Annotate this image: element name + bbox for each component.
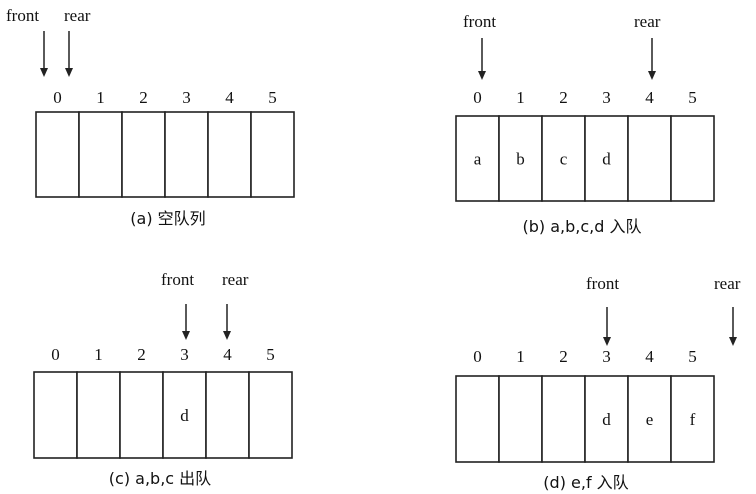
index-label: 4 xyxy=(225,88,234,107)
queue-cell xyxy=(250,111,295,198)
queue-cell xyxy=(33,371,78,459)
queue-cell xyxy=(498,375,543,463)
panel-caption: (c) a,b,c 出队 xyxy=(109,469,211,488)
index-label: 4 xyxy=(223,345,232,364)
cell-value: d xyxy=(602,150,611,169)
cell-value: d xyxy=(180,406,189,425)
rear-label: rear xyxy=(222,270,249,289)
index-label: 1 xyxy=(516,347,525,366)
front-label: front xyxy=(161,270,194,289)
queue-cell xyxy=(35,111,80,198)
index-label: 5 xyxy=(688,88,697,107)
index-label: 3 xyxy=(602,347,611,366)
panel-b: a b c d 0 1 2 3 4 5 front rear (b) a,b,c,d 入队 xyxy=(455,12,715,236)
index-label: 2 xyxy=(559,347,568,366)
rear-arrow xyxy=(729,307,737,346)
cell-value: f xyxy=(690,410,696,429)
queue-cell xyxy=(584,115,629,202)
rear-label: rear xyxy=(634,12,661,31)
rear-label: rear xyxy=(714,274,741,293)
queue-cell xyxy=(670,115,715,202)
cell-value: d xyxy=(602,410,611,429)
queue-cell xyxy=(121,111,166,198)
panel-caption: (a) 空队列 xyxy=(130,209,205,228)
front-label: front xyxy=(463,12,496,31)
index-label: 2 xyxy=(139,88,148,107)
index-label: 0 xyxy=(473,347,482,366)
queue-cell xyxy=(205,371,250,459)
queue-cell xyxy=(78,111,123,198)
queue-cell xyxy=(76,371,121,459)
rear-arrow xyxy=(648,38,656,80)
rear-label: rear xyxy=(64,6,91,25)
queue-cell xyxy=(670,375,715,463)
queue-cell xyxy=(164,111,209,198)
index-label: 4 xyxy=(645,347,654,366)
index-label: 3 xyxy=(602,88,611,107)
index-label: 3 xyxy=(180,345,189,364)
index-label: 2 xyxy=(559,88,568,107)
index-label: 0 xyxy=(53,88,62,107)
cell-value: c xyxy=(560,150,568,169)
front-arrow xyxy=(40,31,48,77)
index-label: 5 xyxy=(266,345,275,364)
panel-caption: (d) e,f 入队 xyxy=(543,473,628,492)
index-label: 0 xyxy=(473,88,482,107)
index-label: 1 xyxy=(516,88,525,107)
panel-a: 0 1 2 3 4 5 front rear (a) 空队列 xyxy=(6,6,295,228)
queue-cell xyxy=(584,375,629,463)
front-arrow xyxy=(182,304,190,340)
index-label: 5 xyxy=(268,88,277,107)
index-label: 0 xyxy=(51,345,60,364)
front-label: front xyxy=(586,274,619,293)
index-label: 3 xyxy=(182,88,191,107)
cell-value: e xyxy=(646,410,654,429)
queue-cell xyxy=(207,111,252,198)
index-label: 2 xyxy=(137,345,146,364)
rear-arrow xyxy=(223,304,231,340)
queue-cell xyxy=(541,375,586,463)
rear-arrow xyxy=(65,31,73,77)
queue-cell xyxy=(119,371,164,459)
queue-cell xyxy=(627,375,672,463)
queue-cell xyxy=(627,115,672,202)
panel-c: d 0 1 2 3 4 5 front rear (c) a,b,c 出队 xyxy=(33,270,293,488)
queue-cell xyxy=(248,371,293,459)
front-arrow xyxy=(478,38,486,80)
cell-value: a xyxy=(474,150,482,169)
index-label: 1 xyxy=(94,345,103,364)
front-label: front xyxy=(6,6,39,25)
index-label: 4 xyxy=(645,88,654,107)
queue-cell xyxy=(541,115,586,202)
panel-d: d e f 0 1 2 3 4 5 front rear (d) e,f 入队 xyxy=(455,274,741,492)
queue-cell xyxy=(455,375,500,463)
index-label: 5 xyxy=(688,347,697,366)
index-label: 1 xyxy=(96,88,105,107)
panel-caption: (b) a,b,c,d 入队 xyxy=(523,217,642,236)
front-arrow xyxy=(603,307,611,346)
cell-value: b xyxy=(516,150,525,169)
